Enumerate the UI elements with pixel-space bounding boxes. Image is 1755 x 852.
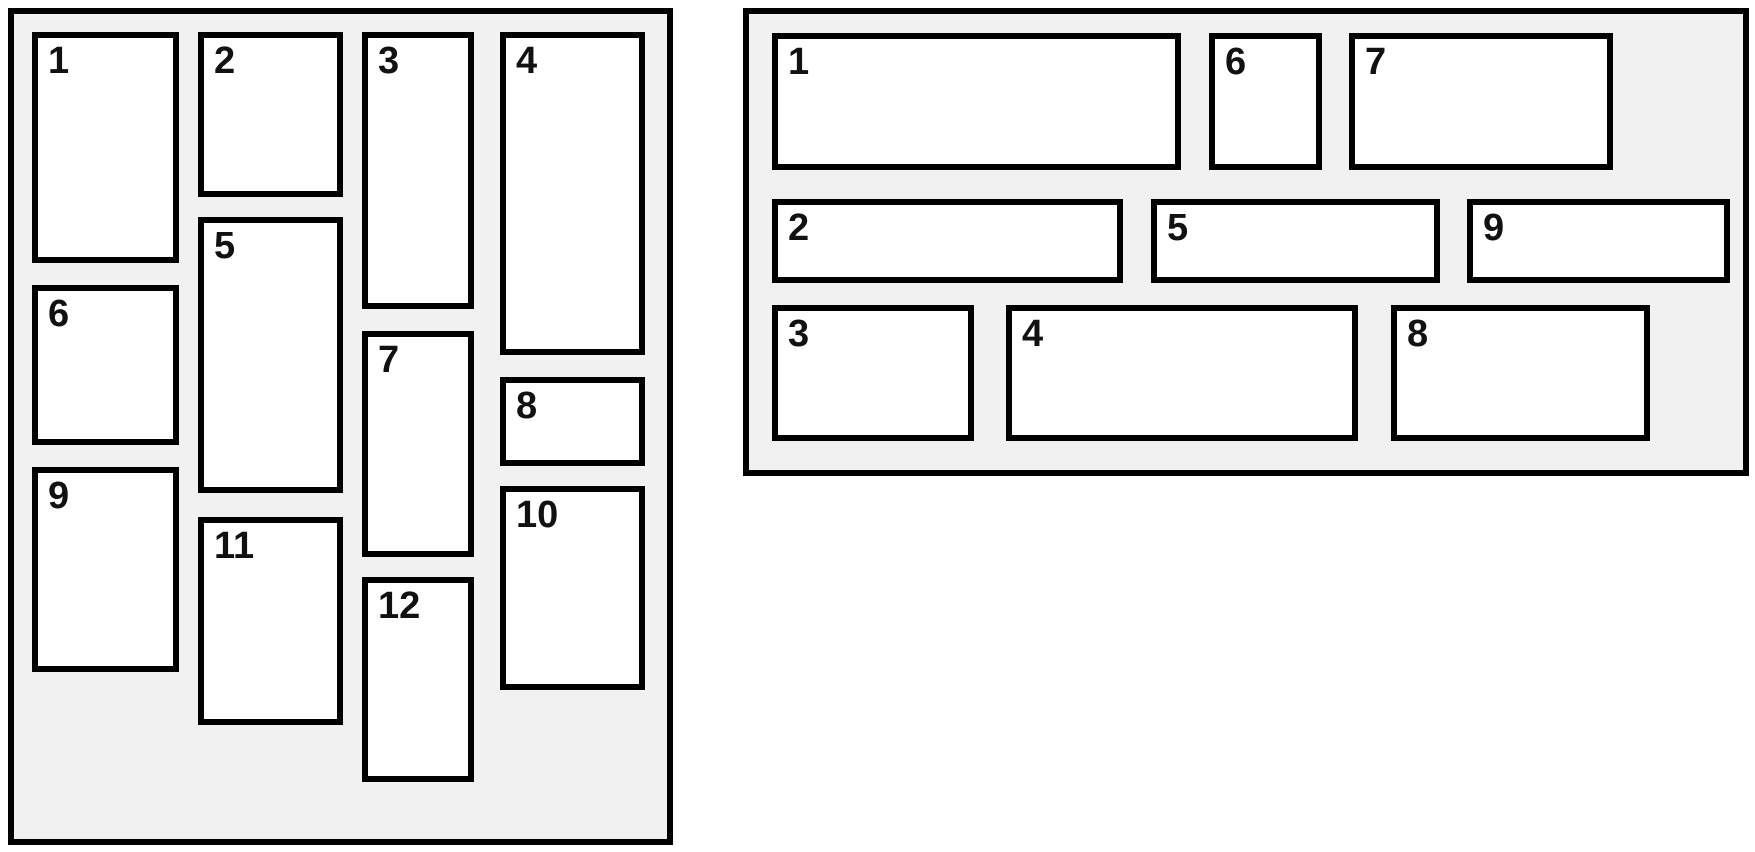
masonry-box: 6 xyxy=(32,285,179,445)
masonry-box: 4 xyxy=(1006,305,1358,441)
masonry-box: 5 xyxy=(198,217,343,493)
box-number-label: 7 xyxy=(1365,41,1387,83)
masonry-box: 8 xyxy=(500,377,645,466)
box-number-label: 6 xyxy=(48,293,70,335)
box-number-label: 1 xyxy=(788,41,810,83)
masonry-box: 7 xyxy=(1349,33,1613,170)
box-number-label: 11 xyxy=(214,525,255,567)
masonry-box: 8 xyxy=(1391,305,1650,441)
masonry-box: 3 xyxy=(362,32,474,309)
horizontal-masonry-panel: 1 2 3 4 5 6 7 8 9 xyxy=(743,8,1749,476)
box-number-label: 9 xyxy=(1483,207,1505,249)
box-number-label: 6 xyxy=(1225,41,1247,83)
box-number-label: 2 xyxy=(214,40,236,82)
masonry-box: 2 xyxy=(198,32,343,197)
masonry-box: 1 xyxy=(772,33,1181,170)
box-number-label: 12 xyxy=(378,585,421,627)
masonry-box: 9 xyxy=(32,467,179,672)
masonry-box: 7 xyxy=(362,331,474,557)
box-number-label: 2 xyxy=(788,207,810,249)
box-number-label: 8 xyxy=(516,385,538,427)
masonry-box: 1 xyxy=(32,32,179,263)
masonry-box: 5 xyxy=(1151,199,1440,283)
box-number-label: 5 xyxy=(214,225,236,267)
masonry-box: 4 xyxy=(500,32,645,355)
box-number-label: 10 xyxy=(516,494,559,536)
box-number-label: 7 xyxy=(378,339,400,381)
box-number-label: 1 xyxy=(48,40,70,82)
masonry-box: 6 xyxy=(1209,33,1322,170)
masonry-box: 12 xyxy=(362,577,474,782)
box-number-label: 3 xyxy=(788,313,810,355)
masonry-box: 2 xyxy=(772,199,1123,283)
box-number-label: 4 xyxy=(1022,313,1044,355)
masonry-box: 9 xyxy=(1467,199,1730,283)
box-number-label: 3 xyxy=(378,40,400,82)
box-number-label: 9 xyxy=(48,475,70,517)
box-number-label: 5 xyxy=(1167,207,1189,249)
masonry-box: 11 xyxy=(198,517,343,725)
masonry-box: 3 xyxy=(772,305,974,441)
box-number-label: 8 xyxy=(1407,313,1429,355)
box-number-label: 4 xyxy=(516,40,538,82)
masonry-box: 10 xyxy=(500,486,645,690)
